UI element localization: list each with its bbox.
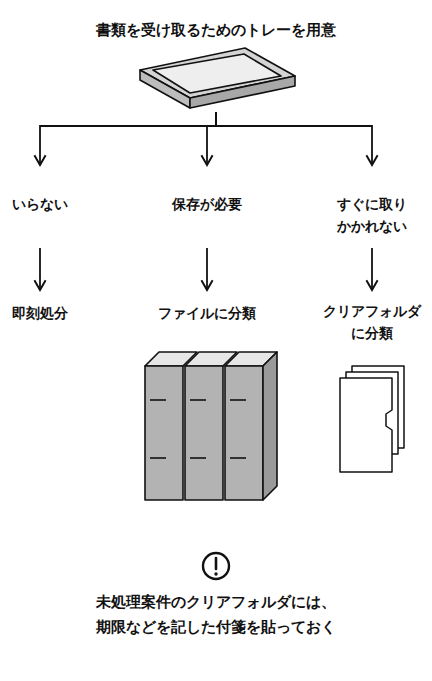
heading-text: 書類を受け取るためのトレーを用意 [0,18,432,42]
step-node: 保存が必要 [152,165,262,248]
step-label: すぐに取り かかれない [322,193,422,238]
flow-arrow [371,248,373,290]
tray-illustration [0,0,432,112]
step-node: 即刻処分 [0,290,80,330]
flow-arrow [207,112,216,165]
flow-arrow [39,248,41,290]
step-node: いらない [0,165,80,248]
step-label: 保存が必要 [152,193,262,215]
step-label: 即刻処分 [0,302,80,324]
step-node: ファイルに分類 [147,290,267,330]
step-label: ファイルに分類 [147,302,267,324]
flow-arrow [40,112,216,165]
step-label: いらない [0,193,80,215]
step-node: クリアフォルダ に分類 [322,290,422,340]
tray-node: 書類を受け取るためのトレーを用意 [0,0,432,112]
flow-arrow [216,112,372,165]
note-text: 未処理案件のクリアフォルダには、 期限などを記した付箋を貼っておく [0,590,432,640]
step-label: クリアフォルダ に分類 [322,300,422,345]
step-node: すぐに取り かかれない [322,165,422,248]
flow-arrow [206,248,208,290]
